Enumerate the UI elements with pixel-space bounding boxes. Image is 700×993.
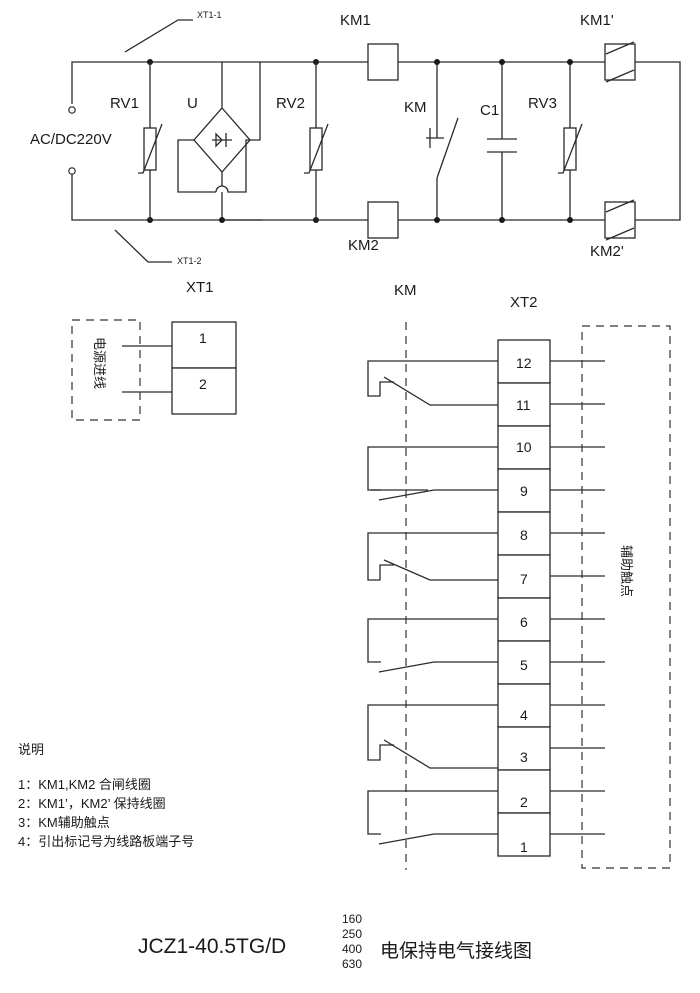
xt2-label: XT2: [510, 294, 538, 311]
xt1-terminal-2: 2: [199, 376, 207, 392]
xt2-terminal-10: 10: [516, 439, 532, 455]
aux-contacts-label: 辅助触点: [619, 545, 634, 597]
notes-heading: 说明: [18, 742, 45, 757]
xt1-2-label: XT1-2: [177, 256, 202, 266]
aux-contacts-dashed-box: [581, 325, 671, 869]
xt1-2-leader: [114, 229, 172, 263]
c1-capacitor: [487, 62, 517, 220]
km1-coil: [316, 43, 575, 81]
rating-value: 400: [342, 942, 363, 956]
xt1-label: XT1: [186, 279, 214, 296]
km-aux-contact-4-3: [367, 704, 498, 769]
rv3-varistor: [558, 62, 583, 220]
xt2-terminal-3: 3: [520, 749, 528, 765]
km1-label: KM1: [340, 12, 371, 29]
km-aux-contact-8-7: [367, 532, 498, 581]
km-aux-contact-6-5: [367, 618, 498, 673]
xt2-terminal-6: 6: [520, 614, 528, 630]
c1-label: C1: [480, 102, 499, 119]
junction-dot: [219, 217, 225, 223]
xt2-terminal-5: 5: [520, 657, 528, 673]
supply-label: AC/DC220V: [30, 131, 112, 148]
model-title: JCZ1-40.5TG/D 160 250 400 630 电保持电气接线图: [138, 912, 608, 988]
power-in-dashed-box: [71, 319, 141, 421]
rv3-label: RV3: [528, 95, 557, 112]
junction-dot: [567, 217, 573, 223]
xt1-terminal-1: 1: [199, 330, 207, 346]
km2-coil: [316, 201, 575, 239]
km-aux-label: KM: [394, 282, 417, 299]
note-item: 1：KM1,KM2 合闸线圈: [18, 777, 151, 792]
km-label: KM: [404, 99, 427, 116]
rv1-label: RV1: [110, 95, 139, 112]
supply-input-wires: [68, 61, 150, 221]
km1-hold-label: KM1': [580, 12, 614, 29]
junction-dot: [499, 217, 505, 223]
u-label: U: [187, 95, 198, 112]
rv2-varistor: [304, 62, 329, 220]
xt2-output-leads: [550, 360, 605, 835]
rating-value: 630: [342, 957, 363, 971]
rv1-varistor: [138, 62, 163, 220]
xt2-terminal-block: 12 11 10 9 8 7 6 5 4 3 2 1: [497, 339, 551, 857]
km2-label: KM2: [348, 237, 379, 254]
rv2-label: RV2: [276, 95, 305, 112]
rating-value: 250: [342, 927, 363, 941]
xt2-terminal-7: 7: [520, 571, 528, 587]
xt2-terminal-8: 8: [520, 527, 528, 543]
diagram-title: 电保持电气接线图: [380, 941, 533, 962]
xt2-terminal-4: 4: [520, 707, 528, 723]
xt1-1-label: XT1-1: [197, 10, 222, 20]
xt2-terminal-12: 12: [516, 355, 532, 371]
rectifier-output: [250, 61, 316, 141]
note-item: 3：KM辅助触点: [18, 815, 110, 830]
km-main-contact: [426, 62, 459, 220]
junction-dot: [434, 59, 440, 65]
note-item: 2：KM1’，KM2’ 保持线圈: [18, 796, 166, 811]
km2-hold-label: KM2': [590, 243, 624, 260]
xt1-1-leader: [124, 19, 193, 53]
bridge-rectifier-u: [177, 62, 251, 220]
xt2-terminal-2: 2: [520, 794, 528, 810]
km-aux-contact-2-1: [367, 790, 498, 845]
xt1-terminal-block: 1 2: [122, 321, 237, 415]
note-item: 4：引出标记号为线路板端子号: [18, 834, 195, 849]
km1-hold-coil: [575, 41, 681, 221]
km-aux-contact-12-11: [367, 360, 498, 406]
power-in-label: 电源进线: [92, 337, 107, 389]
junction-dot: [499, 59, 505, 65]
xt2-terminal-9: 9: [520, 483, 528, 499]
km-aux-contact-10-9: [367, 446, 498, 501]
xt2-terminal-1: 1: [520, 839, 528, 855]
rating-value: 160: [342, 912, 363, 926]
junction-dot: [567, 59, 573, 65]
notes-section: 说明 1：KM1,KM2 合闸线圈 2：KM1’，KM2’ 保持线圈 3：KM辅…: [18, 740, 194, 851]
junction-dot: [434, 217, 440, 223]
xt2-terminal-11: 11: [516, 397, 531, 413]
model-code: JCZ1-40.5TG/D: [138, 935, 287, 958]
model-ratings: 160 250 400 630: [342, 912, 362, 972]
km2-hold-coil: [604, 199, 636, 241]
